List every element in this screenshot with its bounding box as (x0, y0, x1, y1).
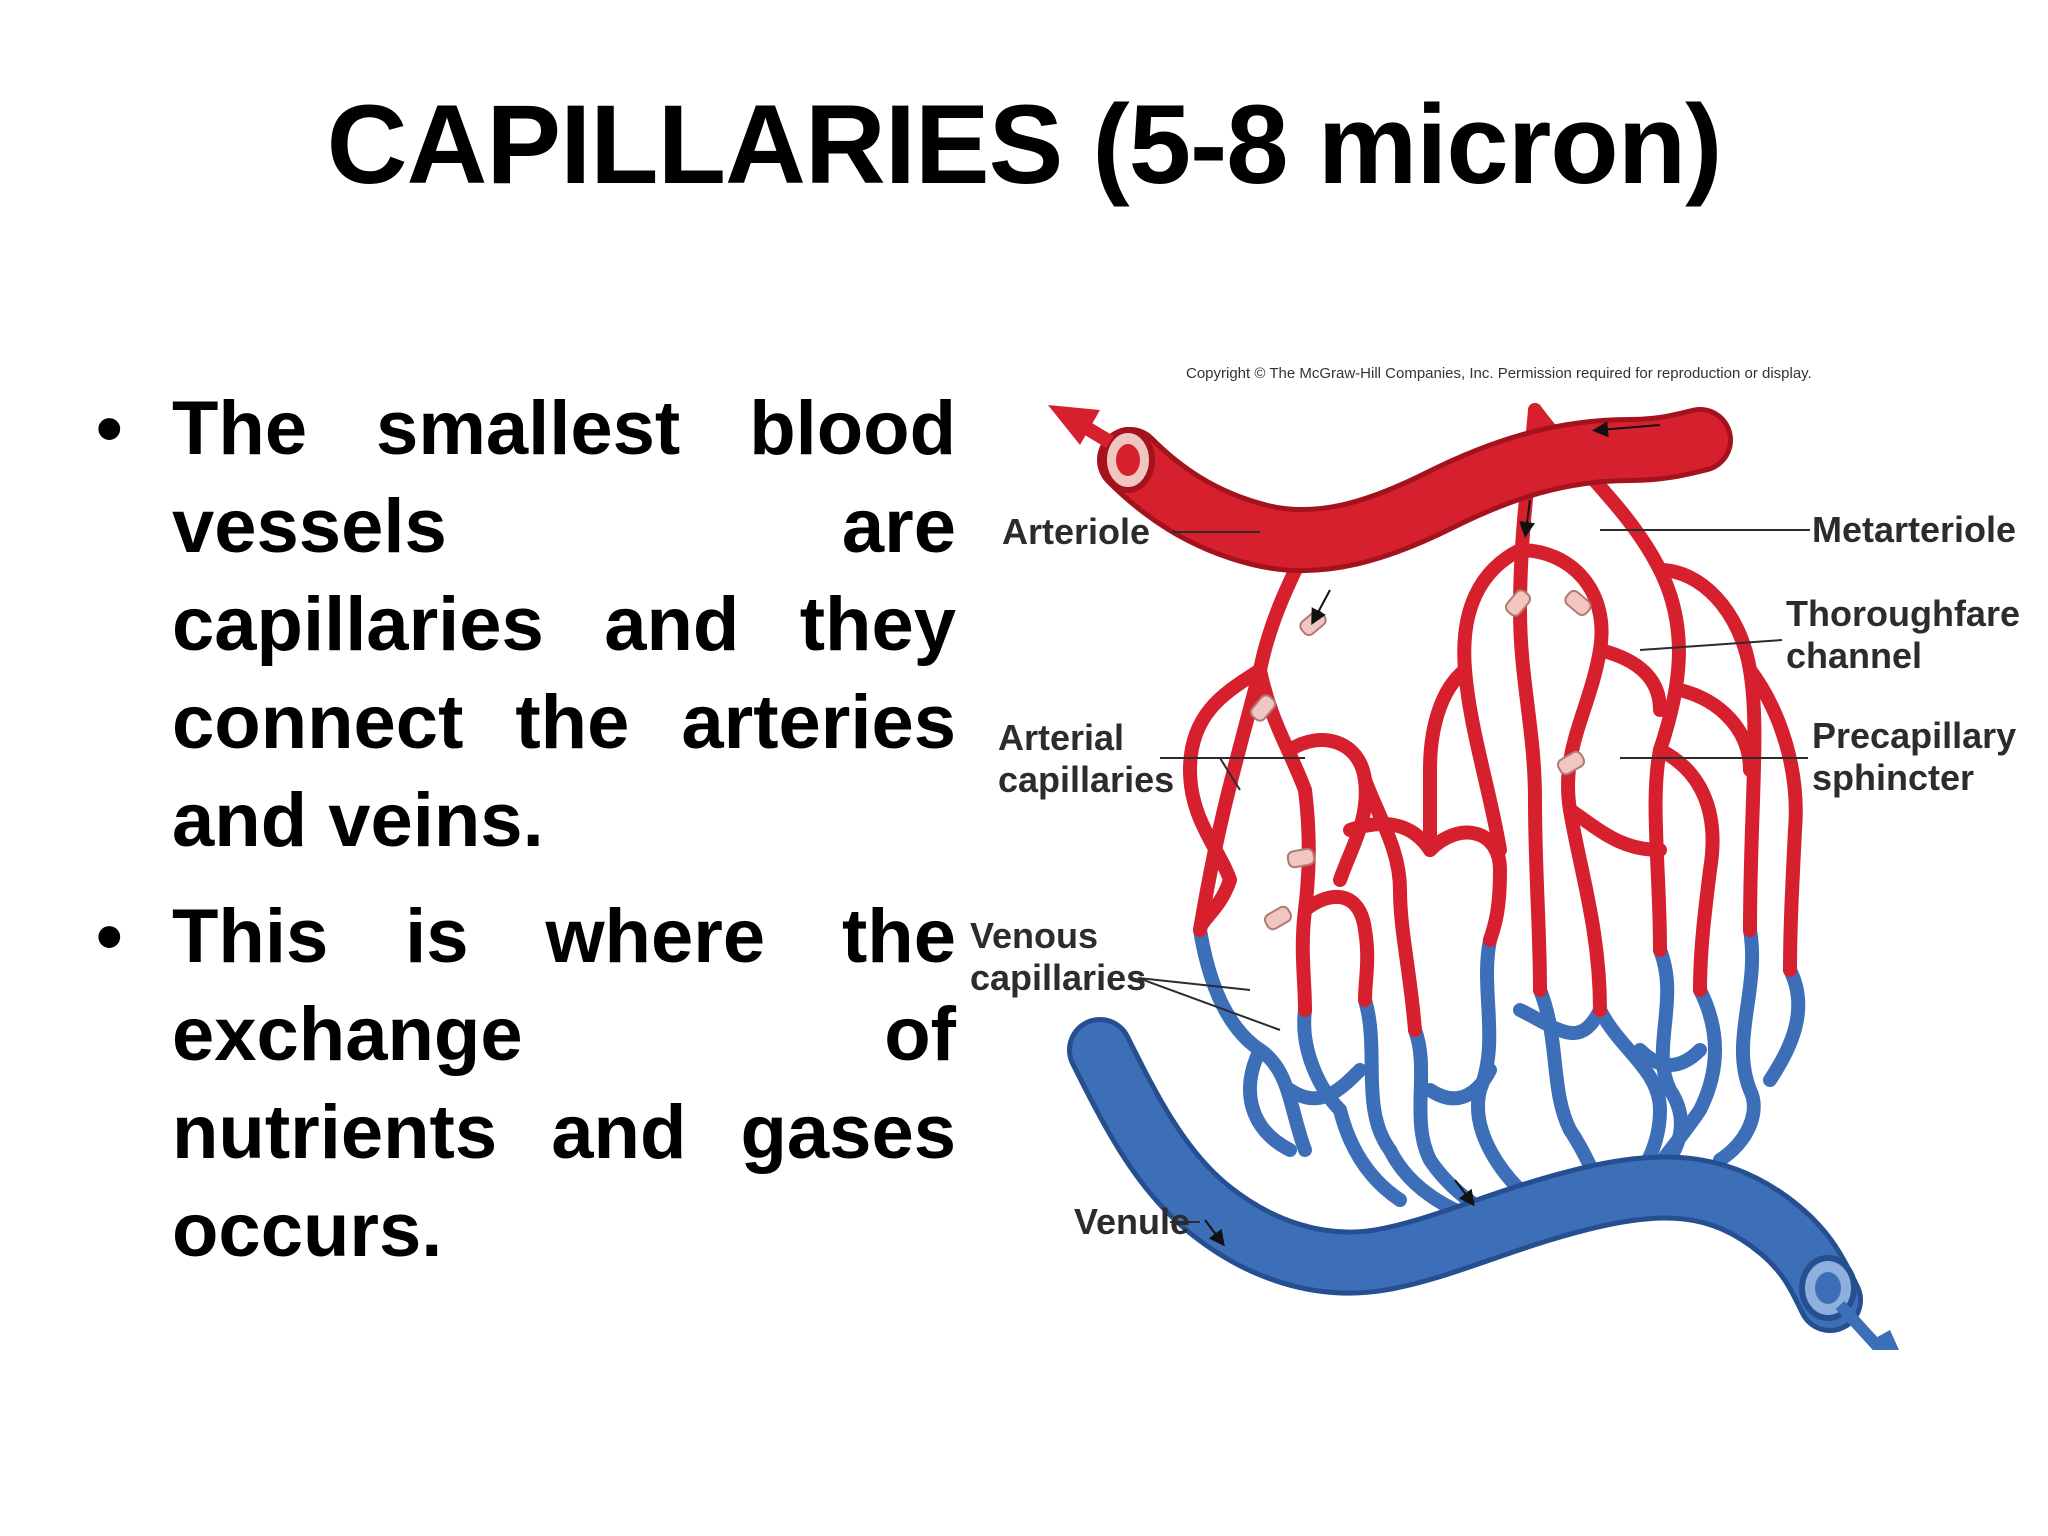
venous-capillaries (1193, 923, 1806, 1227)
bullet-dot: • (96, 894, 123, 979)
label-arterial-line1: Arterial (998, 717, 1124, 758)
label-precapillary-line1: Precapillary (1812, 715, 2016, 756)
slide-title: CAPILLARIES (5-8 micron) (326, 82, 1723, 207)
bullet-dot: • (96, 386, 123, 471)
label-precapillary-line2: sphincter (1812, 757, 1974, 798)
capillary-bed-illustration: Copyright © The McGraw-Hill Companies, I… (970, 365, 2020, 1350)
capillary-bed-diagram: Copyright © The McGraw-Hill Companies, I… (960, 350, 2048, 1350)
arteriole-vessel (1048, 405, 1733, 574)
arterial-capillaries (1182, 403, 1803, 1037)
flow-arrows (1204, 421, 1661, 1247)
label-thoroughfare-line2: channel (1786, 635, 1922, 676)
label-leader-lines (1137, 529, 1810, 1223)
bullet-item: • This is where the exchange of nutrient… (96, 888, 956, 1280)
bullet-text: This is where the exchange of nutrients … (172, 894, 956, 1273)
precapillary-sphincters (1249, 589, 1592, 931)
label-metarteriole: Metarteriole (1812, 509, 2016, 550)
label-arterial-line2: capillaries (998, 759, 1174, 800)
copyright-text: Copyright © The McGraw-Hill Companies, I… (1186, 365, 1812, 382)
label-arteriole: Arteriole (1002, 511, 1150, 552)
bullet-list: • The smallest blood vessels are capilla… (96, 380, 956, 1298)
venule-vessel (1067, 1017, 1899, 1350)
label-thoroughfare-line1: Thoroughfare (1786, 593, 2020, 634)
bullet-item: • The smallest blood vessels are capilla… (96, 380, 956, 870)
label-venous-line2: capillaries (970, 957, 1146, 998)
label-venous-line1: Venous (970, 915, 1098, 956)
bullet-text: The smallest blood vessels are capillari… (172, 386, 956, 863)
label-venule: Venule (1074, 1201, 1190, 1242)
